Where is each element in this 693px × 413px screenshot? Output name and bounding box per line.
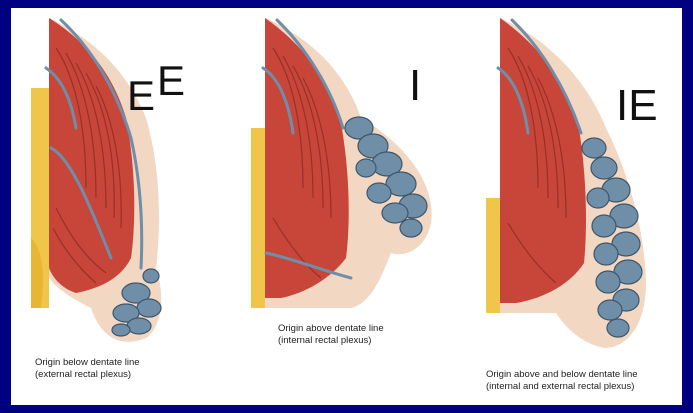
caption-internal-line2: (internal rectal plexus) [278,335,371,347]
figure-frame: E E Origin below dentate line (external … [11,8,682,405]
caption-external-line2: (external rectal plexus) [35,369,131,381]
caption-external-line1: Origin below dentate line [35,357,140,369]
panel-internal-external: IE Origin above and below dentate line (… [486,8,682,405]
internal-hemorrhoid-illustration [251,8,461,318]
mixed-hemorrhoid-illustration [486,8,682,358]
panel-internal: I Origin above dentate line (internal re… [251,8,461,405]
caption-mixed-line1: Origin above and below dentate line [486,369,638,381]
label-e-raised: E [157,60,185,102]
label-ie: IE [616,84,658,128]
label-e-small: E [127,75,155,117]
external-hemorrhoid-illustration [31,8,231,353]
caption-mixed-line2: (internal and external rectal plexus) [486,381,634,393]
label-i: I [409,64,421,108]
panel-external: E E Origin below dentate line (external … [31,8,231,405]
caption-internal-line1: Origin above dentate line [278,323,384,335]
